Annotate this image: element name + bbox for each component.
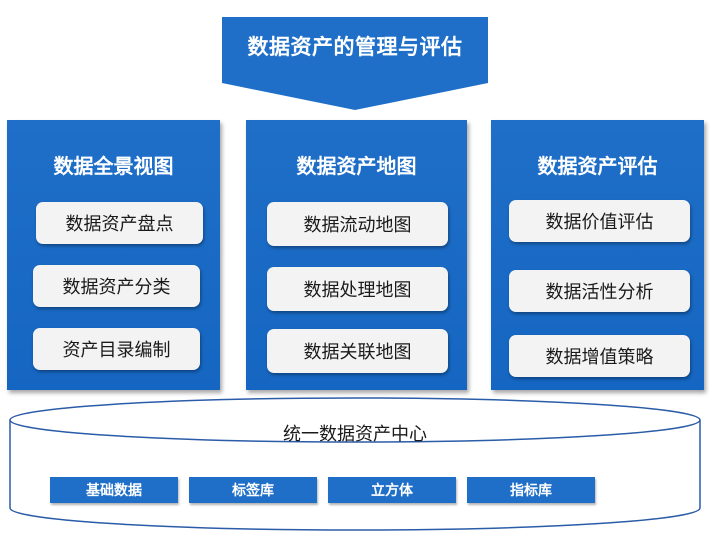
item-value-added-strategy: 数据增值策略 <box>509 335 690 377</box>
panel-asset-evaluation: 数据资产评估 数据价值评估 数据活性分析 数据增值策略 <box>491 120 704 390</box>
banner-arrow-shape <box>222 17 488 110</box>
item-processing-map: 数据处理地图 <box>267 267 448 311</box>
item-relation-map: 数据关联地图 <box>267 329 448 373</box>
tag-cube: 立方体 <box>328 477 456 503</box>
item-value-evaluation: 数据价值评估 <box>509 200 690 242</box>
panel-title: 数据资产地图 <box>296 154 417 178</box>
panel-title: 数据资产评估 <box>537 154 658 178</box>
top-banner: 数据资产的管理与评估 <box>222 17 488 110</box>
tag-metric-library: 指标库 <box>467 477 595 503</box>
panel-title: 数据全景视图 <box>53 154 174 178</box>
center-title: 统一数据资产中心 <box>283 424 427 445</box>
panel-panorama-view: 数据全景视图 数据资产盘点 数据资产分类 资产目录编制 <box>7 120 220 390</box>
tag-basic-data: 基础数据 <box>50 477 178 503</box>
panel-asset-map: 数据资产地图 数据流动地图 数据处理地图 数据关联地图 <box>246 120 467 390</box>
item-asset-inventory: 数据资产盘点 <box>36 202 203 244</box>
item-catalog-compilation: 资产目录编制 <box>33 328 200 370</box>
item-asset-classification: 数据资产分类 <box>33 265 200 307</box>
banner-title: 数据资产的管理与评估 <box>247 35 463 59</box>
tag-label-library: 标签库 <box>189 477 317 503</box>
cylinder-shape <box>9 397 701 531</box>
data-center-cylinder: 统一数据资产中心 基础数据 标签库 立方体 指标库 <box>0 390 710 535</box>
item-activity-analysis: 数据活性分析 <box>509 270 690 312</box>
item-flow-map: 数据流动地图 <box>267 202 448 246</box>
